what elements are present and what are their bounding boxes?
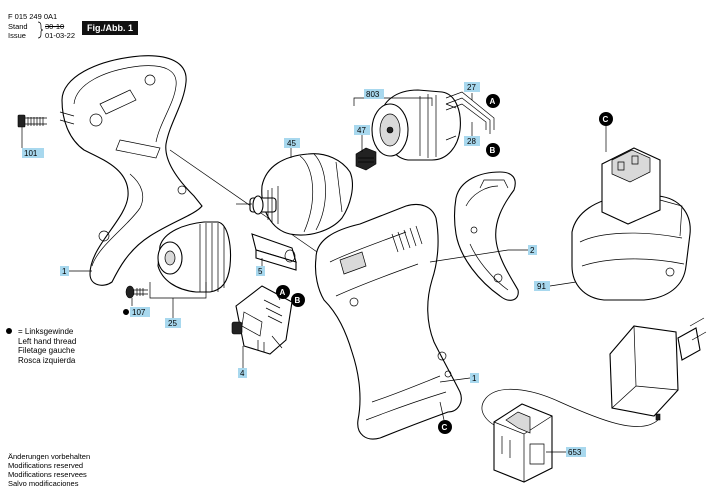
- bracket-803: [353, 97, 433, 106]
- label-101: 101: [22, 148, 44, 158]
- label-28: 28: [464, 136, 480, 146]
- label-47: 47: [354, 125, 370, 135]
- side-cover-2: [453, 171, 519, 301]
- svg-text:25: 25: [168, 319, 177, 328]
- switch-4: [231, 285, 293, 355]
- label-803: 803: [364, 89, 384, 99]
- label-653: 653: [566, 447, 586, 457]
- label-5: 5: [256, 266, 265, 276]
- leader-line: [169, 149, 321, 255]
- brace-icon: [37, 21, 44, 39]
- legend-line: Rosca izquierda: [18, 355, 76, 365]
- housing-right-half: [314, 203, 462, 440]
- leader-line: [429, 249, 509, 263]
- motor: [371, 89, 461, 161]
- chuck-25: [157, 221, 232, 293]
- legend-left-hand-thread: = Linksgewinde Left hand thread Filetage…: [18, 327, 76, 365]
- marker-b-motor: B: [486, 143, 500, 157]
- label-45: 45: [284, 138, 300, 148]
- pinion-47: [355, 147, 377, 171]
- svg-text:45: 45: [287, 139, 296, 148]
- legend-line: Left hand thread: [18, 336, 77, 346]
- svg-text:28: 28: [467, 137, 476, 146]
- legend-line: = Linksgewinde: [18, 327, 74, 336]
- svg-text:B: B: [490, 146, 496, 155]
- issue-label: Issue: [8, 31, 26, 40]
- battery-91: [571, 147, 691, 301]
- label-1-housing-left: 1: [60, 266, 92, 276]
- leader-line: [439, 377, 471, 383]
- housing-left-half: [59, 55, 203, 286]
- svg-text:47: 47: [357, 126, 366, 135]
- label-4: 4: [238, 368, 247, 378]
- leader-line: [549, 281, 577, 287]
- label-91: 91: [534, 281, 550, 291]
- svg-text:653: 653: [568, 448, 582, 457]
- svg-text:1: 1: [472, 374, 477, 383]
- marker-a-motor: A: [486, 94, 500, 108]
- charger-adapter: [609, 317, 707, 421]
- left-thread-bullet-icon: [123, 309, 129, 315]
- legend-line: Filetage gauche: [18, 346, 75, 356]
- marker-b-switch: B: [291, 293, 305, 307]
- svg-text:101: 101: [24, 149, 38, 158]
- charging-cradle-653: [493, 403, 553, 483]
- gearbox-45: [249, 153, 353, 236]
- footer-notes: Änderungen vorbehalten Modifications res…: [8, 452, 90, 488]
- charger-cable: [481, 388, 659, 429]
- svg-text:A: A: [280, 288, 286, 297]
- marker-c-handle: C: [438, 420, 452, 434]
- svg-text:A: A: [490, 97, 496, 106]
- bracket-25: [149, 282, 207, 299]
- svg-text:4: 4: [240, 369, 245, 378]
- svg-text:C: C: [442, 423, 448, 432]
- label-107: 107: [130, 307, 150, 317]
- label-1-housing-right: 1: [470, 373, 479, 383]
- marker-c-battery: C: [599, 112, 613, 126]
- footer-line: Änderungen vorbehalten: [8, 452, 91, 461]
- label-27: 27: [464, 82, 480, 92]
- label-25: 25: [165, 298, 181, 328]
- legend-bullet-icon: [6, 328, 12, 334]
- marker-a-switch: A: [276, 285, 290, 299]
- screw-101: [17, 114, 47, 128]
- svg-text:27: 27: [467, 83, 476, 92]
- issue-value: 01-03-22: [45, 31, 76, 40]
- leader-line: [439, 401, 445, 421]
- footer-line: Modifications reservees: [8, 470, 87, 479]
- footer-line: Salvo modificaciones: [8, 479, 79, 488]
- footer-line: Modifications reserved: [8, 461, 84, 470]
- screw-107: [125, 285, 148, 299]
- svg-text:1: 1: [62, 267, 67, 276]
- svg-text:C: C: [603, 115, 609, 124]
- svg-text:803: 803: [366, 90, 380, 99]
- svg-text:B: B: [295, 296, 301, 305]
- document-number: F 015 249 0A1: [8, 12, 58, 21]
- label-2: 2: [528, 245, 537, 255]
- svg-text:5: 5: [258, 267, 263, 276]
- figure-label: Fig./Abb. 1: [82, 21, 138, 35]
- svg-text:2: 2: [530, 246, 535, 255]
- stand-value: 30-10: [45, 22, 65, 31]
- svg-text:107: 107: [132, 308, 146, 317]
- motor-wires: [445, 91, 495, 134]
- svg-text:91: 91: [537, 282, 546, 291]
- stand-label: Stand: [8, 22, 28, 31]
- connector-5: [251, 233, 297, 271]
